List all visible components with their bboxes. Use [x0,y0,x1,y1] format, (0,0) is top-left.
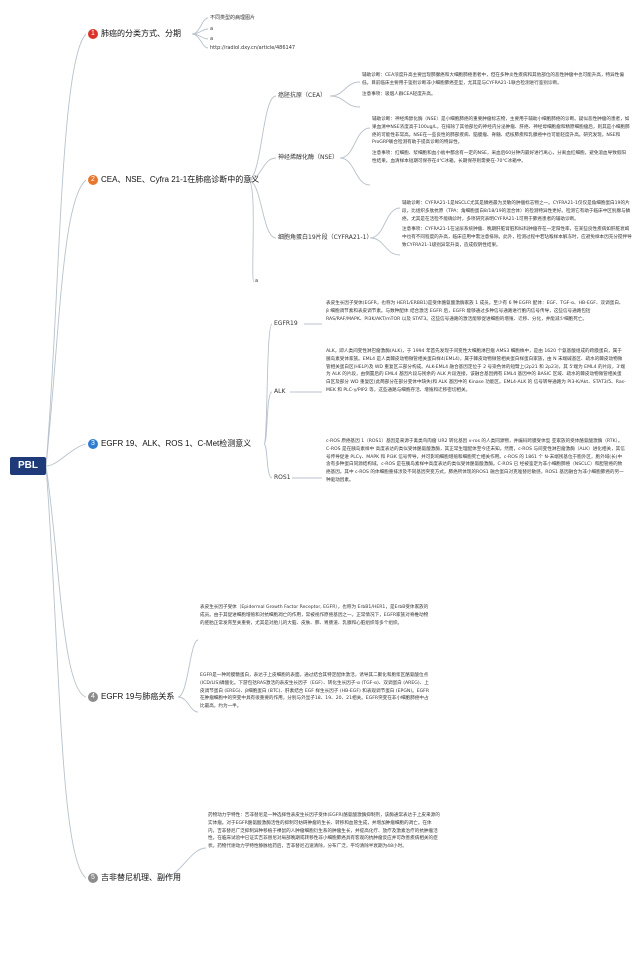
topic-label: CEA、NSE、Cyfra 21-1在肺癌诊断中的意义 [101,175,260,184]
egfr19-note: 表皮生长因子受体(EGFR，也称为 HER1/ERBB1)是受体酪氨酸激酶家族 … [326,301,624,322]
root-node[interactable]: PBL [10,457,46,475]
pathology-images-item[interactable]: 不同类型的病理图片 [210,15,256,21]
egfr-mechanism-note: EGFR是一种跨膜糖蛋白，表达于上皮细胞的表面。通过结合其特定配体激活，诱导其二… [200,673,430,710]
placeholder-item: a [255,278,259,284]
ros1-node[interactable]: ROS1 [274,474,291,481]
alk-node[interactable]: ALK [274,388,286,395]
cyfra-note: 辅助诊断：CYFRA21-1是NSCLC尤其是鳞癌最为灵敏的肿瘤标志物之一。CY… [402,201,632,248]
topic-number-badge: 4 [88,691,98,702]
egfr19-node[interactable]: EGFR19 [274,320,298,327]
topic-number-badge: 5 [88,872,98,883]
topic-label: EGFR 19、ALK、ROS 1、C-Met检测意义 [101,439,252,448]
gefitinib-note: 药物动力学特性：吉非替尼是一种选择性表皮生长因子受体(EGFR)酪氨酸激酶抑制剂… [208,813,440,850]
cea-node[interactable]: 癌胚抗原（CEA） [278,92,327,99]
nse-note: 辅助诊断：神经烯醇化酶（NSE）是小细胞肺癌的重要肿瘤标志物，主要用于辅助小细胞… [372,117,630,164]
cyfra-node[interactable]: 细胞角蛋白19片段（CYFRA21-1） [278,234,373,241]
ros1-note: c-ROS 原癌基因 1（ROS1）基因是来源于禽类鸟肉瘤 UR2 转化基因 v… [326,439,625,483]
reference-link[interactable]: http://radiol.dxy.cn/article/486147 [210,45,296,51]
placeholder-item: a [210,36,214,42]
egfr-definition-note: 表皮生长因子受体（Epidermal Growth Factor Recepto… [200,605,429,626]
topic-label: 吉非替尼机理、副作用 [101,873,181,882]
topic-number-badge: 2 [88,174,98,185]
placeholder-item: a [210,26,214,32]
topic-number-badge: 1 [88,28,98,39]
topic-number-badge: 3 [88,438,98,449]
nse-node[interactable]: 神经烯醇化酶（NSE） [278,154,339,161]
cea-note: 辅助诊断：CEA浓度升高主要出现肺腺癌和大细胞肺癌患者中，但在多种炎性疾病和其他… [362,73,624,97]
topic-label: 肺癌的分类方式、分期 [101,29,181,38]
alk-note: ALK，即人类间变性淋巴瘤激酶(ALK)，于 1994 年首先发现于间变性大细胞… [326,349,626,393]
topic-label: EGFR 19与肺癌关系 [101,692,175,701]
